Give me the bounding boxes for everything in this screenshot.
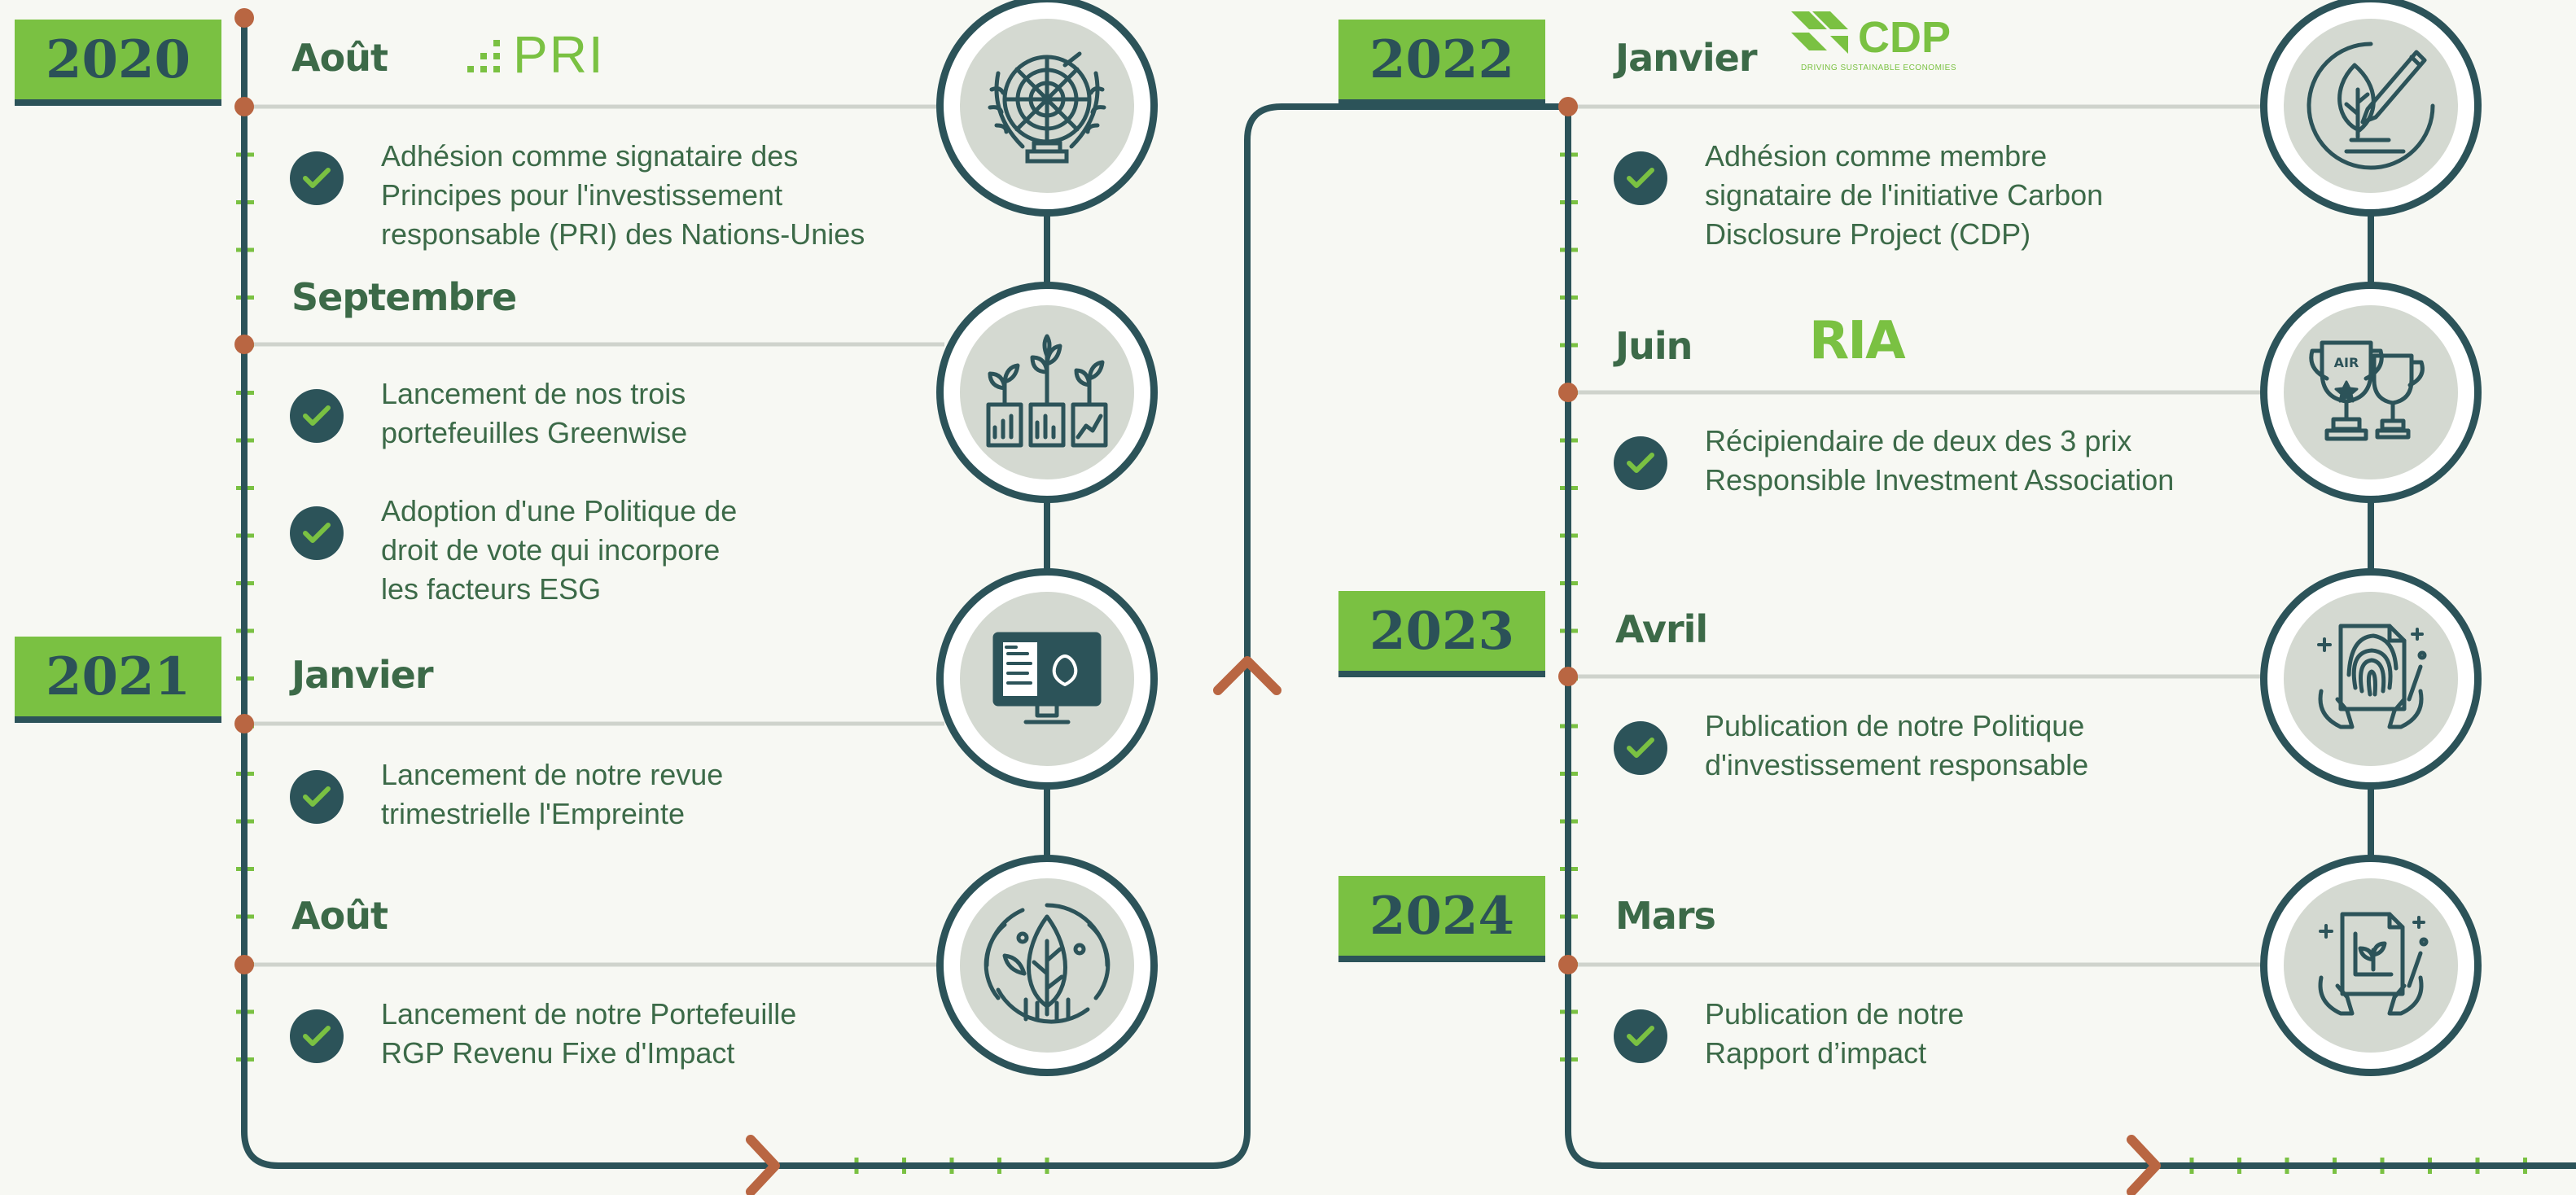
month-heading: Septembre [291,275,517,319]
cdp-tagline: DRIVING SUSTAINABLE ECONOMIES [1801,63,1957,72]
milestone-text: Lancement de notre revue trimestrielle l… [381,758,724,830]
milestone-item: Publication de notre Politique d'investi… [1614,707,2088,785]
separator-lines [244,104,2268,967]
milestone-text: Lancement de nos trois portefeuilles Gre… [381,377,688,449]
leaf-circle-icon [936,855,1158,1076]
month-heading: Avril [1615,607,1708,651]
check-icon [290,151,344,205]
milestone-text: Publication de notre Rapport d’impact [1705,997,1965,1070]
milestone-item: Récipiendaire de deux des 3 prix Respons… [1614,422,2174,500]
plants-growth-icon [936,282,1158,503]
month-heading: Janvier [291,653,434,697]
month-heading: Juin [1615,324,1693,368]
trophy-icon: AIR [2260,282,2482,503]
month-heading: Août [291,36,388,80]
ria-logo: RIA [1809,311,1906,371]
cdp-mark-icon [1791,11,1848,54]
leaf-pen-icon [2260,0,2482,217]
month-heading: Janvier [1615,36,1758,80]
check-icon [1614,1009,1667,1063]
year-badge: 2021 [15,637,221,723]
milestone-item: Lancement de notre revue trimestrielle l… [290,755,723,834]
timeline-path [241,18,2576,1169]
milestone-item: Publication de notre Rapport d’impact [1614,995,1964,1073]
check-icon [1614,721,1667,775]
arrow-chevrons [746,656,2161,1195]
milestone-item: Lancement de notre Portefeuille RGP Reve… [290,995,796,1073]
month-heading: Mars [1615,894,1716,938]
un-emblem-icon [936,0,1158,217]
milestone-text: Adhésion comme signataire des Principes … [381,139,865,251]
year-badge: 2023 [1338,591,1545,677]
ria-logo-text: RIA [1809,311,1906,371]
award-label: AIR [2334,355,2359,370]
milestone-item: Adhésion comme signataire des Principes … [290,137,865,254]
impact-report-icon [2260,855,2482,1076]
monitor-review-icon [936,568,1158,790]
milestone-text: Adhésion comme membre signataire de l'in… [1705,139,2104,251]
month-heading: Août [291,894,388,938]
milestone-item: Adhésion comme membre signataire de l'in… [1614,137,2103,254]
pri-logo-text: PRI [513,25,605,84]
check-icon [290,389,344,443]
milestone-text: Récipiendaire de deux des 3 prix Respons… [1705,424,2175,497]
year-badge: 2020 [15,20,221,106]
milestone-text: Lancement de notre Portefeuille RGP Reve… [381,997,797,1070]
milestone-item: Adoption d'une Politique de droit de vot… [290,492,737,609]
milestone-text: Publication de notre Politique d'investi… [1705,709,2089,781]
pri-dots-icon [467,40,500,72]
check-icon [290,1009,344,1063]
year-badge: 2022 [1338,20,1545,106]
year-badge: 2024 [1338,876,1545,962]
check-icon [1614,151,1667,205]
check-icon [290,770,344,824]
fingerprint-document-icon [2260,568,2482,790]
check-icon [290,506,344,560]
cdp-logo: CDP DRIVING SUSTAINABLE ECONOMIES [1791,11,1956,72]
timeline-dots [234,8,1578,974]
pri-logo: PRI [467,24,605,85]
check-icon [1614,436,1667,490]
milestone-item: Lancement de nos trois portefeuilles Gre… [290,374,687,453]
cdp-logo-text: CDP [1858,13,1952,62]
milestone-text: Adoption d'une Politique de droit de vot… [381,494,738,606]
